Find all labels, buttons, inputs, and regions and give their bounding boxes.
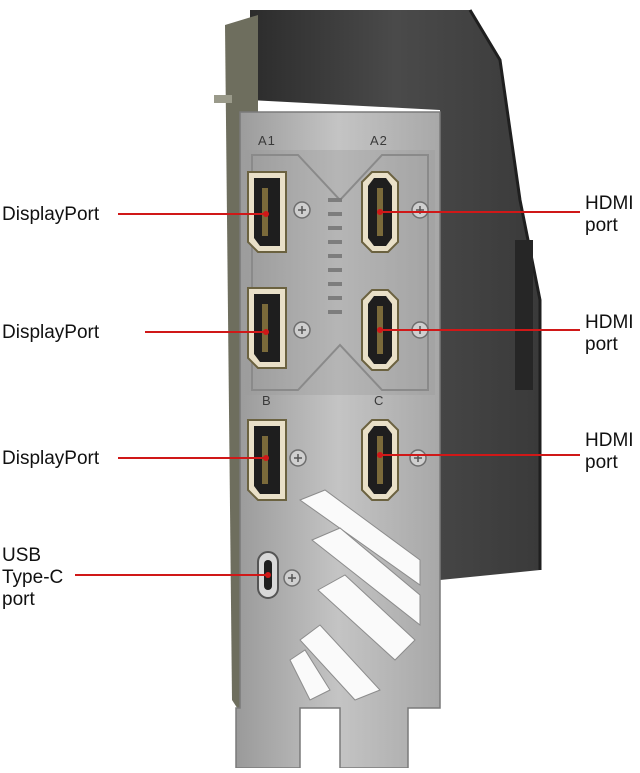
leader-usb-typec <box>75 572 271 578</box>
leader-displayport-3 <box>118 455 269 461</box>
callout-lines <box>75 209 580 578</box>
screw-icon <box>409 449 427 467</box>
leader-hdmi-3 <box>377 452 580 458</box>
screw-icon <box>283 569 301 587</box>
leader-hdmi-2 <box>377 327 580 333</box>
divider-dash <box>328 282 342 286</box>
divider-dash <box>328 226 342 230</box>
divider-dash <box>328 296 342 300</box>
screw-icon <box>293 321 311 339</box>
divider-dash <box>328 268 342 272</box>
divider-dash <box>328 212 342 216</box>
callout-left-displayport-2: DisplayPort <box>2 322 100 343</box>
io-bracket <box>235 111 441 769</box>
vent-slots <box>289 489 421 701</box>
ports-layer <box>247 171 399 599</box>
callout-right-hdmi-3: HDMI port <box>585 430 634 473</box>
leader-hdmi-1 <box>377 209 580 215</box>
callout-left-displayport-1: DisplayPort <box>2 204 100 225</box>
screw-icon <box>289 449 307 467</box>
callout-left-displayport-3: DisplayPort <box>2 448 100 469</box>
bracket-label-a2: A2 <box>370 133 388 148</box>
bracket-label-a1: A1 <box>258 133 276 148</box>
callout-right-hdmi-1: HDMI port <box>585 193 634 236</box>
displayport-2 <box>247 287 287 369</box>
callout-right-hdmi-2: HDMI port <box>585 312 634 355</box>
screw-icon <box>411 201 429 219</box>
callout-left-usb-typec: USB Type-C port <box>2 545 64 610</box>
leader-displayport-2 <box>145 329 269 335</box>
divider-dash <box>328 240 342 244</box>
divider-dash <box>328 198 342 202</box>
bracket-label-c: C <box>374 393 385 408</box>
bracket-label-b: B <box>262 393 272 408</box>
screw-icon <box>293 201 311 219</box>
divider-dash <box>328 310 342 314</box>
divider-dash <box>328 254 342 258</box>
leader-displayport-1 <box>118 211 269 217</box>
hdmi-port-3 <box>361 419 399 501</box>
